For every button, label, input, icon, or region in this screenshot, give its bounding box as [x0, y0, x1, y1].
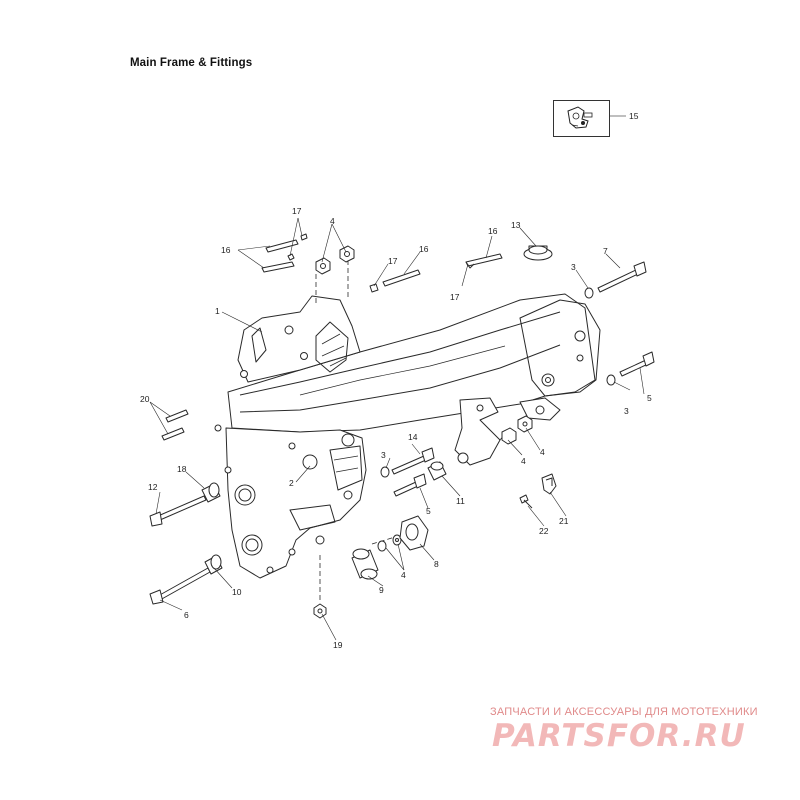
- callout-2: 2: [289, 478, 294, 488]
- bolt-14: [380, 447, 435, 478]
- grommet-13: [523, 245, 553, 261]
- callout-14: 14: [408, 432, 418, 442]
- callout-3-c: 3: [624, 406, 629, 416]
- callout-17-b: 17: [388, 256, 398, 266]
- bolt-12-bushing-18: [149, 482, 221, 527]
- callout-6: 6: [184, 610, 189, 620]
- callout-7: 7: [603, 246, 608, 256]
- callout-20: 20: [140, 394, 150, 404]
- callout-3-b: 3: [571, 262, 576, 272]
- callout-4-a: 4: [330, 216, 335, 226]
- callout-15: 15: [629, 111, 639, 121]
- callout-4-d: 4: [540, 447, 545, 457]
- clip-21: [541, 473, 557, 495]
- callout-4-b: 4: [401, 570, 406, 580]
- diagram-title: Main Frame & Fittings: [130, 57, 253, 69]
- callout-21: 21: [559, 516, 569, 526]
- callout-4-c: 4: [521, 456, 526, 466]
- screw-22: [519, 494, 533, 509]
- bolt-5-center: [393, 473, 427, 497]
- long-bolt-7: [584, 261, 647, 299]
- callout-5-b: 5: [426, 506, 431, 516]
- nut-pair-top: [315, 245, 355, 275]
- callout-13: 13: [511, 220, 521, 230]
- inset-detail-box: [553, 100, 610, 137]
- callout-5-a: 5: [647, 393, 652, 403]
- callout-17-a: 17: [292, 206, 302, 216]
- callout-17-c: 17: [450, 292, 460, 302]
- callout-12: 12: [148, 482, 158, 492]
- washers-4-center: [377, 534, 402, 552]
- callout-16-b: 16: [419, 244, 429, 254]
- watermark-tagline: ЗАПЧАСТИ И АКСЕССУАРЫ ДЛЯ МОТОТЕХНИКИ: [490, 706, 758, 718]
- pins-top-center: [369, 253, 503, 293]
- main-frame: [214, 293, 601, 579]
- bolt-6-bushing-10: [149, 554, 223, 605]
- callout-labels: 1 2 3 3 3 4 4 4 4 5 5 6 7 8 9 10 11 12 1…: [140, 111, 652, 650]
- pins-20: [161, 409, 189, 441]
- callout-10: 10: [232, 587, 242, 597]
- callout-11: 11: [456, 496, 465, 506]
- callout-9: 9: [379, 585, 384, 595]
- leader-lines: [149, 115, 645, 641]
- inset-part-icon: [567, 106, 593, 129]
- callout-3-a: 3: [381, 450, 386, 460]
- callout-16-a: 16: [221, 245, 231, 255]
- nuts-4-right: [501, 415, 533, 445]
- callout-8: 8: [434, 559, 439, 569]
- pins-top-left: [261, 233, 308, 273]
- mount-8: [399, 515, 429, 551]
- callout-19: 19: [333, 640, 343, 650]
- watermark-logo: PARTSFOR.RU: [492, 718, 746, 754]
- callout-16-c: 16: [488, 226, 498, 236]
- nut-19: [313, 603, 327, 619]
- bolt-5-right: [606, 351, 655, 386]
- spacer-11: [427, 461, 447, 481]
- callout-18: 18: [177, 464, 187, 474]
- callout-22: 22: [539, 526, 549, 536]
- callout-1: 1: [215, 306, 220, 316]
- spacer-9: [351, 548, 379, 580]
